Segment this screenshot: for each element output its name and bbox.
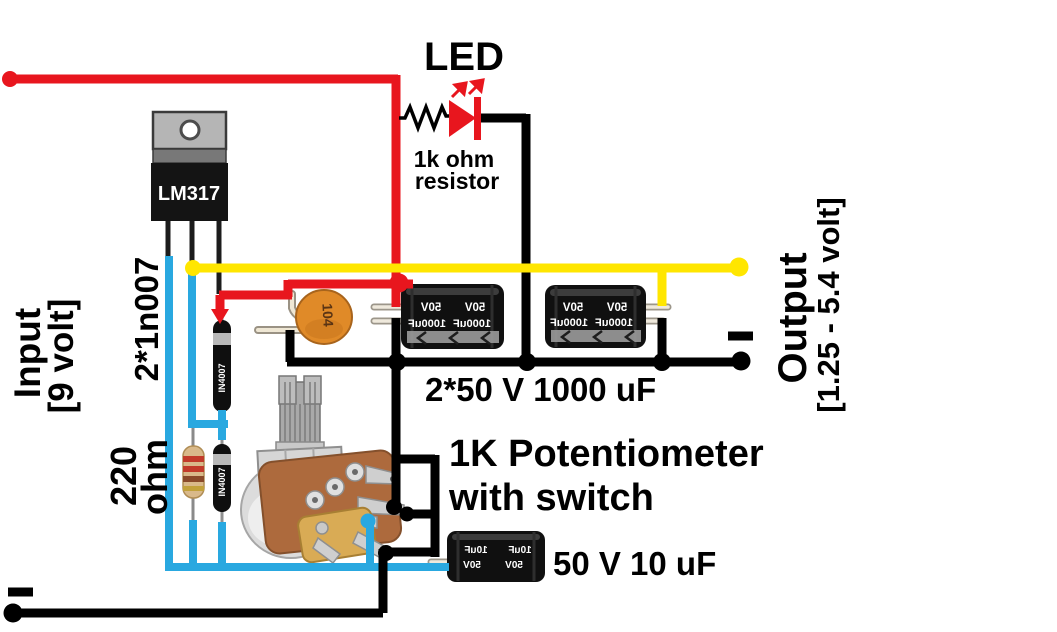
pot-blue-joint	[360, 513, 376, 529]
svg-text:10uF: 10uF	[464, 545, 487, 556]
diode-1n4007-1: IN4007	[213, 308, 231, 422]
input-negative-terminal	[3, 603, 23, 623]
yellow-junction	[185, 260, 201, 276]
pot-switch-joint	[378, 545, 394, 561]
lm317-regulator: LM317	[151, 110, 228, 294]
svg-text:50V: 50V	[562, 302, 583, 314]
potentiometer	[240, 375, 405, 565]
ceramic-capacitor-104: 104	[254, 289, 353, 345]
input-label-2: [9 volt]	[42, 299, 81, 414]
lm317-mounting-hole	[179, 119, 201, 141]
output-capacitor-10uf: 10uF 10uF 50V 50V	[427, 531, 545, 582]
pot-wiper-joint	[386, 499, 402, 515]
input-label-1: Input	[7, 308, 48, 398]
lm317-body	[151, 163, 228, 221]
led-light-arrows	[450, 78, 485, 99]
pot-shaft	[278, 375, 322, 447]
pot-label-2: with switch	[448, 477, 654, 519]
diode-2-marking: IN4007	[217, 467, 227, 496]
led-symbol	[449, 100, 476, 137]
input-positive-terminal	[2, 71, 18, 87]
svg-text:1000uF: 1000uF	[595, 317, 633, 329]
r220-label-1: 220	[103, 446, 144, 506]
red-junction	[389, 273, 409, 293]
svg-text:1000uF: 1000uF	[408, 318, 446, 330]
led-label: LED	[424, 35, 504, 79]
small-cap-label: 50 V 10 uF	[553, 545, 716, 582]
filter-caps-label: 2*50 V 1000 uF	[425, 371, 656, 408]
led-resistor-label-2: resistor	[415, 168, 499, 194]
ceramic-cap-marking: 104	[319, 303, 336, 327]
svg-text:1000uF: 1000uF	[550, 317, 588, 329]
diode-1-marking: IN4007	[217, 363, 227, 392]
svg-text:50V: 50V	[420, 302, 441, 314]
resistor-220ohm	[182, 422, 205, 529]
blue-wire-net	[165, 256, 449, 571]
pot-label-1: 1K Potentiometer	[449, 433, 764, 475]
solder-junctions	[2, 71, 751, 623]
pot-end-joint	[399, 506, 415, 522]
led-assembly	[399, 78, 485, 140]
output-label-2: [1.25 - 5.4 volt]	[811, 197, 846, 412]
diode-1n4007-2: IN4007	[213, 432, 231, 530]
ground-junction-2	[518, 353, 536, 371]
svg-text:50V: 50V	[606, 302, 627, 314]
ground-junction-1	[388, 353, 406, 371]
led-resistor-symbol	[399, 102, 449, 133]
svg-text:10uF: 10uF	[508, 545, 531, 556]
pot-rivets	[305, 462, 365, 510]
svg-text:50V: 50V	[464, 302, 485, 314]
ground-junction-3	[653, 353, 671, 371]
red-arrow-to-diode	[211, 309, 229, 324]
diagram-labels: LED 1k ohm resistor Input [9 volt] 2*1n0…	[7, 35, 846, 582]
output-negative-terminal	[731, 351, 751, 371]
led-cathode-bar	[474, 97, 481, 140]
filter-capacitor-2: 50V 50V 1000uF 1000uF	[545, 285, 672, 348]
output-label-1: Output	[771, 252, 815, 383]
svg-text:1000uF: 1000uF	[453, 318, 491, 330]
svg-text:50V: 50V	[463, 560, 481, 571]
filter-capacitor-1: 50V 50V 1000uF 1000uF	[370, 284, 504, 349]
led-resistor-label-1: 1k ohm	[414, 146, 495, 172]
lm317-label: LM317	[158, 183, 220, 205]
svg-text:50V: 50V	[505, 560, 523, 571]
lm317-band	[152, 148, 227, 164]
yellow-wire-net	[193, 263, 738, 306]
output-positive-terminal	[729, 257, 749, 277]
diodes-label: 2*1n007	[128, 257, 165, 382]
r220-label-2: ohm	[134, 439, 175, 515]
